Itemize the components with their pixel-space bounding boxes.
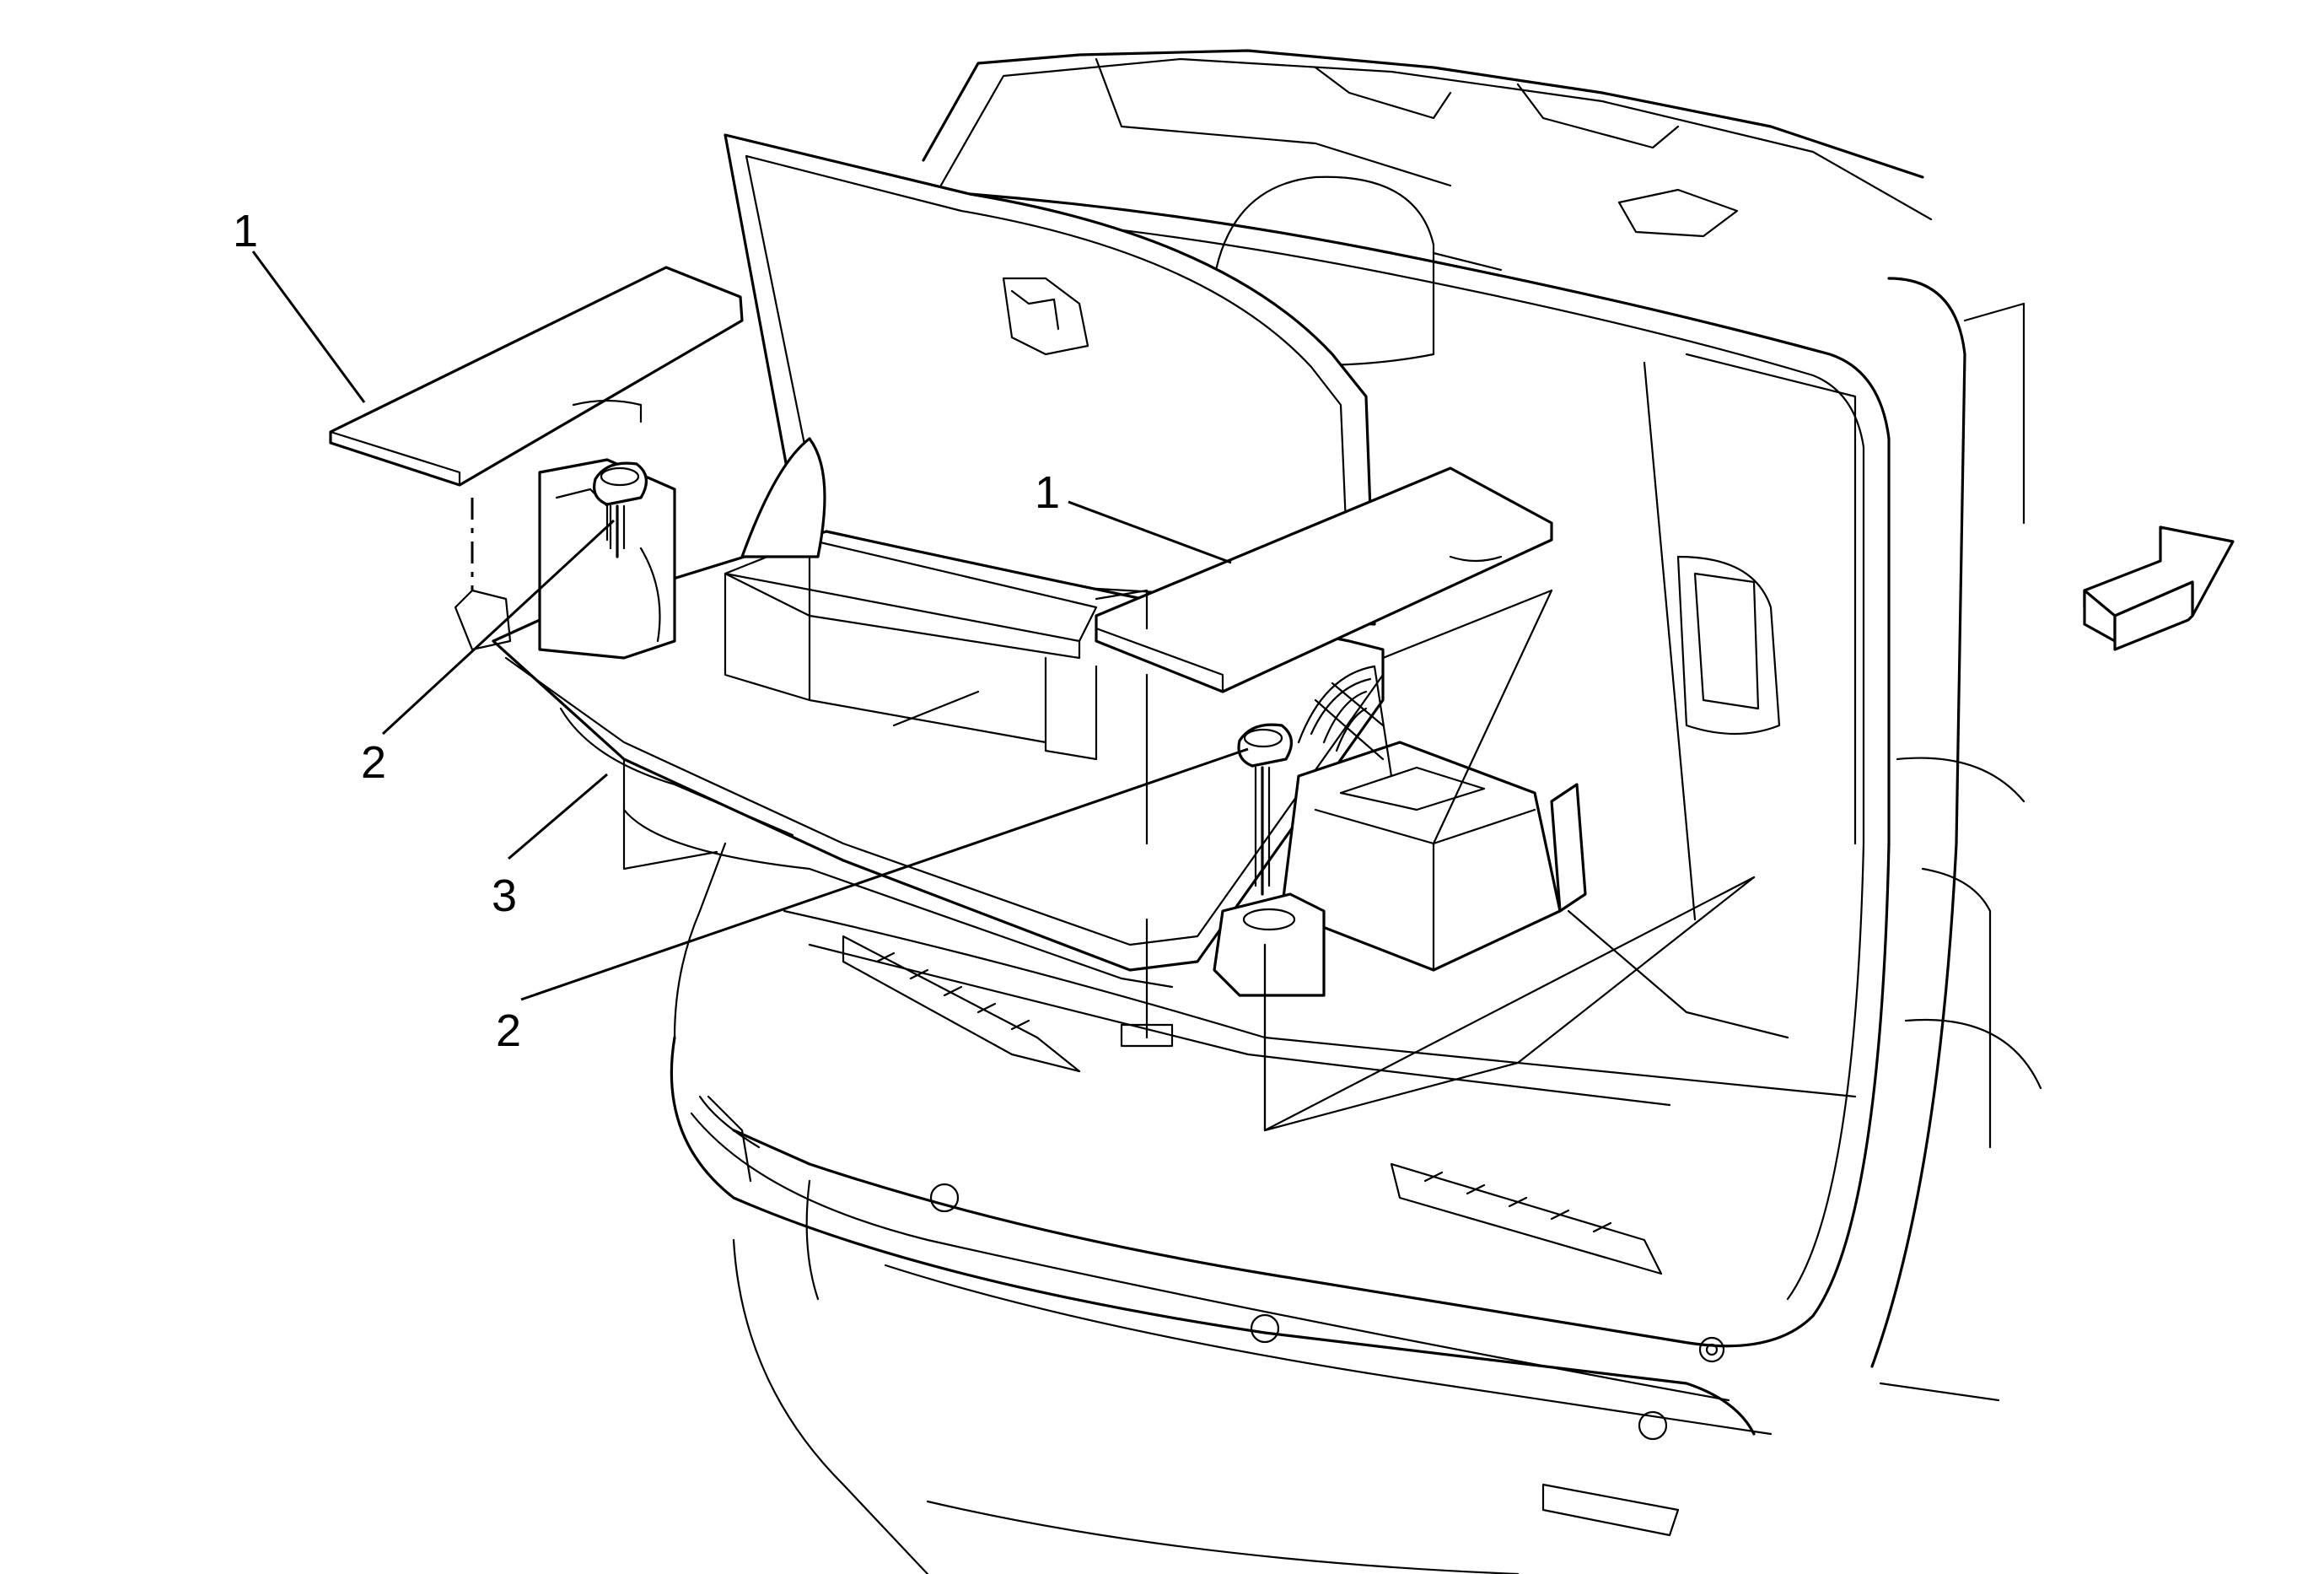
left-floor-panel-removed <box>329 266 744 590</box>
right-floor-panel <box>1095 466 1553 1048</box>
callout-2-right-fastener: 2 <box>496 1005 521 1056</box>
vehicle-front-direction-arrow-icon <box>2083 526 2235 651</box>
callout-1-left-panel: 1 <box>233 206 258 256</box>
retainer-fastener-right <box>1237 723 1293 896</box>
callout-3-storage-tray: 3 <box>492 871 517 921</box>
callout-labels: 1 2 3 1 2 <box>233 206 1060 1056</box>
vehicle-body <box>670 49 2042 1574</box>
cargo-floor-panel-lid <box>724 133 1376 626</box>
right-sill-vent <box>1390 1162 1663 1275</box>
callout-2-left-fastener: 2 <box>361 737 386 788</box>
leader-lines <box>251 251 1249 1001</box>
left-sill-vent <box>842 935 1081 1073</box>
speaker-grille <box>1297 665 1393 778</box>
guide-lines <box>622 589 1756 1132</box>
retainer-fastener-left <box>593 461 648 558</box>
callout-1-right-panel: 1 <box>1035 467 1060 518</box>
